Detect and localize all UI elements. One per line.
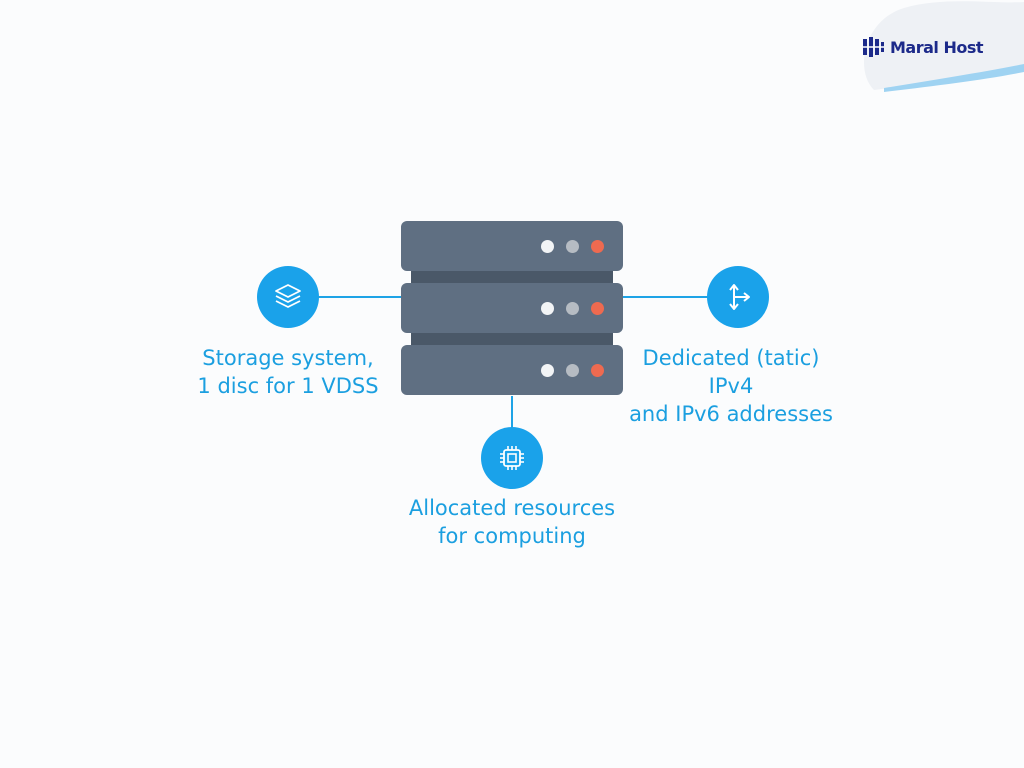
connector-storage (318, 296, 403, 298)
compute-label-line-2: for computing (438, 524, 586, 548)
storage-feature-circle (257, 266, 319, 328)
led-gray (566, 302, 579, 315)
compute-label-line-1: Allocated resources (408, 496, 616, 520)
led-red (591, 364, 604, 377)
ip-feature-circle (707, 266, 769, 328)
led-red (591, 302, 604, 315)
connector-compute (511, 396, 513, 428)
ip-label-line-2: IPv4 (708, 374, 754, 398)
brand-name: Maral Host (890, 37, 984, 57)
storage-feature-label: Storage system, 1 disc for 1 VDSS (188, 344, 388, 400)
led-white (541, 240, 554, 253)
server-unit-2 (401, 283, 623, 333)
logo-background-shape (864, 1, 1024, 92)
connector-ip (622, 296, 709, 298)
layers-icon (275, 284, 301, 308)
storage-label-line-1: Storage system, (202, 346, 374, 370)
route-split-icon (729, 284, 750, 310)
led-red (591, 240, 604, 253)
server-unit-3 (401, 345, 623, 395)
server-rack-logo-icon (863, 37, 884, 57)
storage-label-line-2: 1 disc for 1 VDSS (197, 374, 379, 398)
ip-label-line-1: Dedicated (tatic) (642, 346, 820, 370)
server-rack (401, 221, 623, 397)
brand-logo[interactable]: Maral Host (862, 36, 984, 58)
led-white (541, 302, 554, 315)
cpu-chip-icon (500, 446, 524, 470)
compute-feature-circle (481, 427, 543, 489)
ip-label-line-3: and IPv6 addresses (629, 402, 833, 426)
ip-feature-label: Dedicated (tatic) IPv4 and IPv6 addresse… (620, 344, 842, 428)
compute-feature-label: Allocated resources for computing (392, 494, 632, 550)
led-white (541, 364, 554, 377)
server-unit-1 (401, 221, 623, 271)
led-gray (566, 364, 579, 377)
brand-corner: Maral Host (844, 0, 1024, 95)
led-gray (566, 240, 579, 253)
